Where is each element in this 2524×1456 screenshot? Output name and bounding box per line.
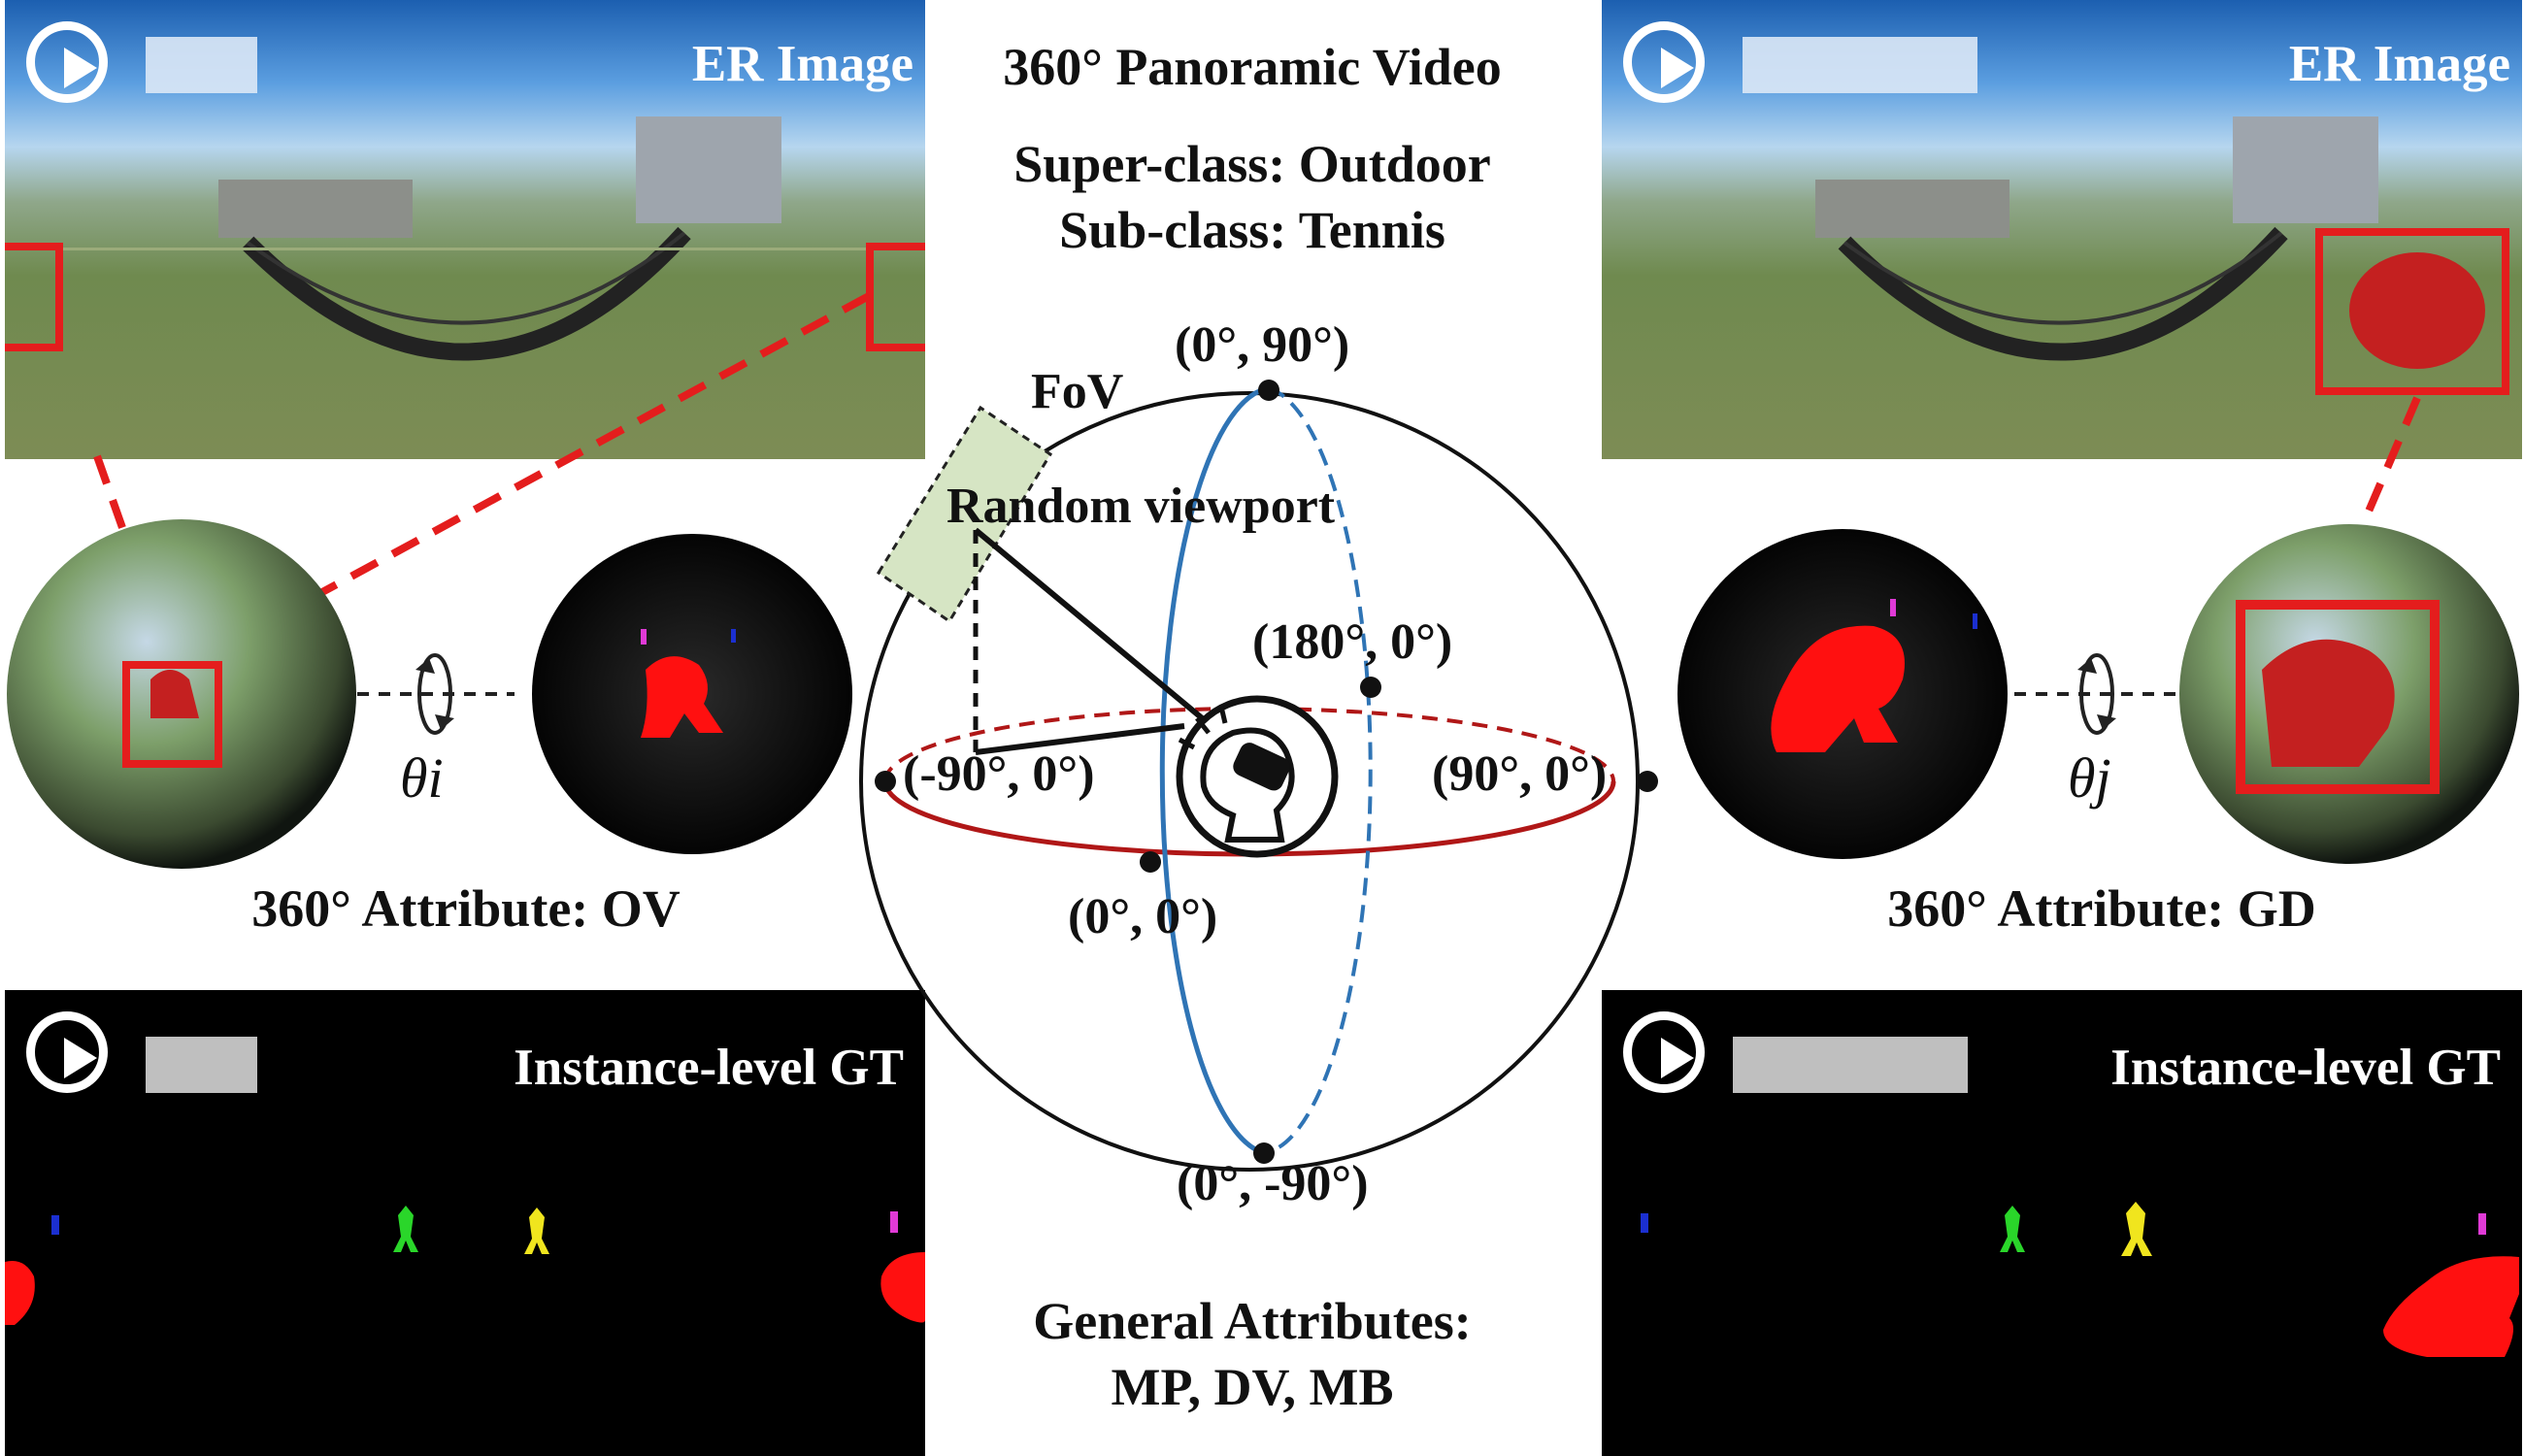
right-er-scene [1815, 116, 2485, 369]
panoramic-video-title: 360° Panoramic Video [1003, 38, 1502, 96]
er-image-title: ER Image [691, 36, 913, 92]
superclass-label: Super-class: Outdoor [1013, 135, 1491, 193]
progress-bar[interactable] [146, 1037, 257, 1093]
fov-label: FoV [1031, 364, 1124, 419]
main-sphere [859, 380, 1658, 1172]
play-icon[interactable] [1623, 1011, 1705, 1093]
left-er-image: ER Image [5, 0, 925, 459]
right-er-image: ER Image [1602, 0, 2522, 459]
general-attributes-values: MP, DV, MB [1111, 1358, 1394, 1416]
play-icon[interactable] [1623, 21, 1705, 103]
vr-headset-icon [1176, 695, 1339, 858]
coord-right: (90°, 0°) [1432, 746, 1608, 802]
er-image-title: ER Image [2288, 36, 2510, 92]
right-rotation-icon [2014, 653, 2179, 735]
left-instance-gt: Instance-level GT [5, 990, 925, 1456]
subclass-label: Sub-class: Tennis [1059, 201, 1445, 259]
highlight-box-left-edge [5, 243, 63, 351]
highlight-box [2315, 228, 2509, 395]
left-rotation-icon [357, 653, 515, 735]
coord-left: (-90°, 0°) [903, 746, 1095, 802]
play-icon[interactable] [26, 1011, 108, 1093]
random-viewport-label: Random viewport [946, 479, 1336, 534]
right-mask-sphere [1677, 529, 2008, 859]
right-instance-gt: Instance-level GT [1602, 990, 2522, 1456]
connector-line [2326, 396, 2421, 604]
progress-bar[interactable] [1733, 1037, 1968, 1093]
instance-gt-title: Instance-level GT [514, 1040, 904, 1096]
coord-top: (0°, 90°) [1175, 317, 1350, 373]
instance-masks [1641, 1202, 2519, 1357]
general-attributes-label: General Attributes: [1033, 1292, 1472, 1350]
coord-front: (0°, 0°) [1068, 889, 1218, 944]
right-fisheye-sphere [2179, 524, 2519, 864]
left-360-attribute: 360° Attribute: OV [251, 879, 681, 938]
connector-line [216, 292, 871, 652]
instance-masks [5, 1206, 925, 1325]
highlight-box-right-edge [866, 243, 925, 351]
right-rotation-label: θj [2068, 746, 2111, 810]
progress-bar[interactable] [1743, 37, 1977, 93]
coord-back: (180°, 0°) [1252, 614, 1453, 670]
coord-bottom: (0°, -90°) [1177, 1156, 1369, 1211]
instance-gt-title: Instance-level GT [2110, 1040, 2501, 1096]
left-er-scene [5, 116, 925, 361]
play-icon[interactable] [26, 21, 108, 103]
progress-bar[interactable] [146, 37, 257, 93]
left-fisheye-sphere [7, 519, 356, 869]
left-rotation-label: θi [400, 746, 444, 810]
left-mask-sphere [532, 534, 852, 854]
right-360-attribute: 360° Attribute: GD [1887, 879, 2316, 938]
